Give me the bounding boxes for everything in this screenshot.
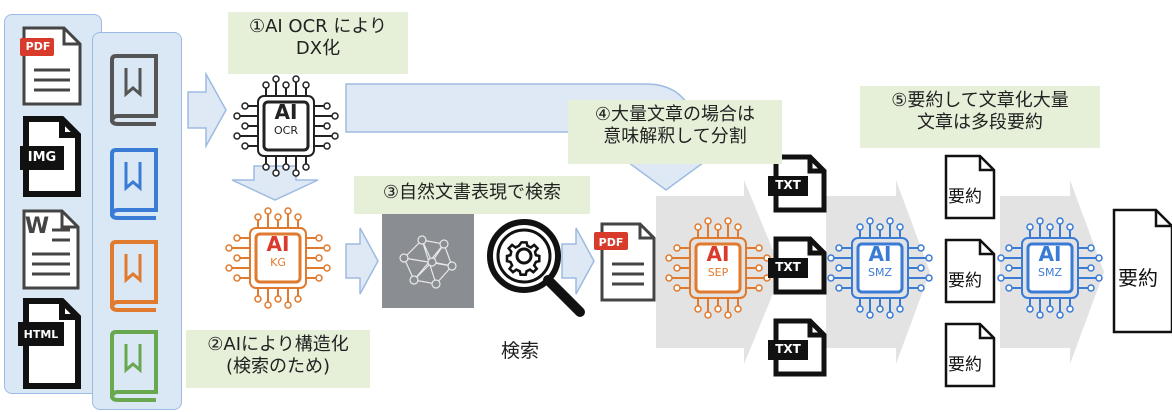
summary-doc-icon-1: [944, 154, 996, 220]
book-icon-orange: [110, 240, 158, 312]
ai-smz-chip-1-small: SMZ: [867, 266, 892, 279]
summary-doc-icon-2: [944, 238, 996, 304]
ai-smz-chip-2-big: AI: [1038, 242, 1062, 266]
pdf-document-icon: [594, 222, 656, 302]
summary-doc-label-2: 要約: [948, 271, 982, 291]
html-file-label: HTML: [23, 328, 59, 341]
knowledge-graph-icon: [382, 214, 474, 308]
summary-doc-label-1: 要約: [948, 187, 982, 207]
ai-ocr-chip-small: OCR: [274, 124, 298, 137]
ai-smz-chip-icon-2: [997, 217, 1103, 319]
step3-label: ③自然文書表現で検索: [354, 176, 590, 214]
ai-ocr-chip-icon: [233, 75, 339, 177]
step5-label: ⑤要約して文章化大量 文章は多段要約: [860, 86, 1100, 148]
ai-kg-chip-small: KG: [270, 256, 286, 269]
arrow-right-to-pdf: [561, 227, 595, 295]
ai-kg-chip-big: AI: [266, 232, 290, 256]
summary-doc-label-3: 要約: [948, 355, 982, 375]
ai-kg-chip-icon: [225, 207, 331, 309]
search-gear-icon: [487, 219, 585, 317]
pdf-file-icon: [20, 26, 82, 106]
arrow-right-to-ocr: [187, 71, 227, 149]
pdf-document-label: PDF: [598, 236, 624, 249]
books-panel: [92, 32, 182, 410]
pdf-file-label: PDF: [25, 40, 51, 53]
html-file-icon: [18, 298, 81, 389]
ai-sep-chip-icon: [665, 217, 771, 319]
ai-sep-chip-big: AI: [706, 242, 730, 266]
step4-label: ④大量文章の場合は 意味解釈して分割: [568, 100, 782, 164]
final-summary-label: 要約: [1118, 266, 1158, 290]
ai-smz-chip-icon-1: [827, 217, 933, 319]
txt-file-label-1: TXT: [775, 178, 801, 192]
ai-smz-chip-2-small: SMZ: [1037, 266, 1062, 279]
book-icon-green: [110, 330, 158, 402]
img-file-icon: [20, 116, 81, 197]
book-icon-blue: [110, 148, 158, 220]
search-label: 検索: [500, 340, 539, 362]
txt-file-icon-1: [768, 154, 827, 213]
arrow-right-to-graph: [345, 227, 379, 295]
txt-file-icon-2: [768, 236, 827, 295]
img-file-label: IMG: [27, 150, 57, 165]
txt-file-label-2: TXT: [775, 260, 801, 274]
word-file-label: W: [24, 214, 50, 239]
step1-label: ①AI OCR により DX化: [228, 12, 408, 74]
txt-file-icon-3: [768, 318, 827, 377]
ai-sep-chip-small: SEP: [707, 266, 729, 279]
ai-smz-chip-1-big: AI: [868, 242, 892, 266]
ai-ocr-chip-big: AI: [274, 100, 298, 124]
summary-doc-icon-3: [944, 322, 996, 388]
step2-label: ②AIにより構造化 (検索のため): [186, 330, 370, 388]
word-file-icon: [22, 209, 80, 290]
txt-file-label-3: TXT: [775, 342, 801, 356]
book-icon: [110, 54, 158, 126]
final-summary-doc-icon: [1112, 208, 1172, 334]
